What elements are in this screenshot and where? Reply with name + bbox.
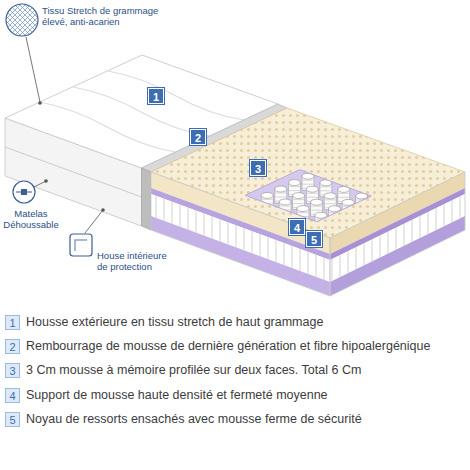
description-text: 3 Cm mousse à mémoire profilée sur deux … bbox=[26, 362, 361, 378]
description-text: Noyau de ressorts ensachés avec mousse f… bbox=[26, 411, 362, 427]
list-number: 1 bbox=[5, 315, 20, 330]
callout-text: Tissu Stretch de grammage élevé, anti-ac… bbox=[42, 5, 170, 27]
callout-number: 5 bbox=[306, 231, 322, 247]
icon-label: House intérieure de protection bbox=[97, 250, 179, 272]
spring-cutaway bbox=[245, 170, 371, 230]
description-text: Housse extérieure en tissu stretch de ha… bbox=[26, 314, 323, 330]
list-number: 4 bbox=[5, 388, 20, 403]
list-number: 3 bbox=[5, 363, 20, 378]
fabric-icon bbox=[6, 4, 42, 105]
description-text: Rembourrage de mousse de dernière généra… bbox=[26, 338, 430, 354]
list-number: 2 bbox=[5, 339, 20, 354]
foam-layers bbox=[151, 108, 465, 296]
icon-label: Matelas Déhoussable bbox=[0, 208, 62, 230]
callout-number: 3 bbox=[250, 160, 266, 176]
description-text: Support de mousse haute densité et ferme… bbox=[26, 387, 328, 403]
zipper-icon bbox=[13, 179, 48, 203]
callout-number: 1 bbox=[148, 88, 164, 104]
inner-cover-icon bbox=[70, 208, 105, 256]
callout-number: 4 bbox=[289, 219, 305, 235]
list-number: 5 bbox=[5, 412, 20, 427]
callout-number: 2 bbox=[190, 129, 206, 145]
